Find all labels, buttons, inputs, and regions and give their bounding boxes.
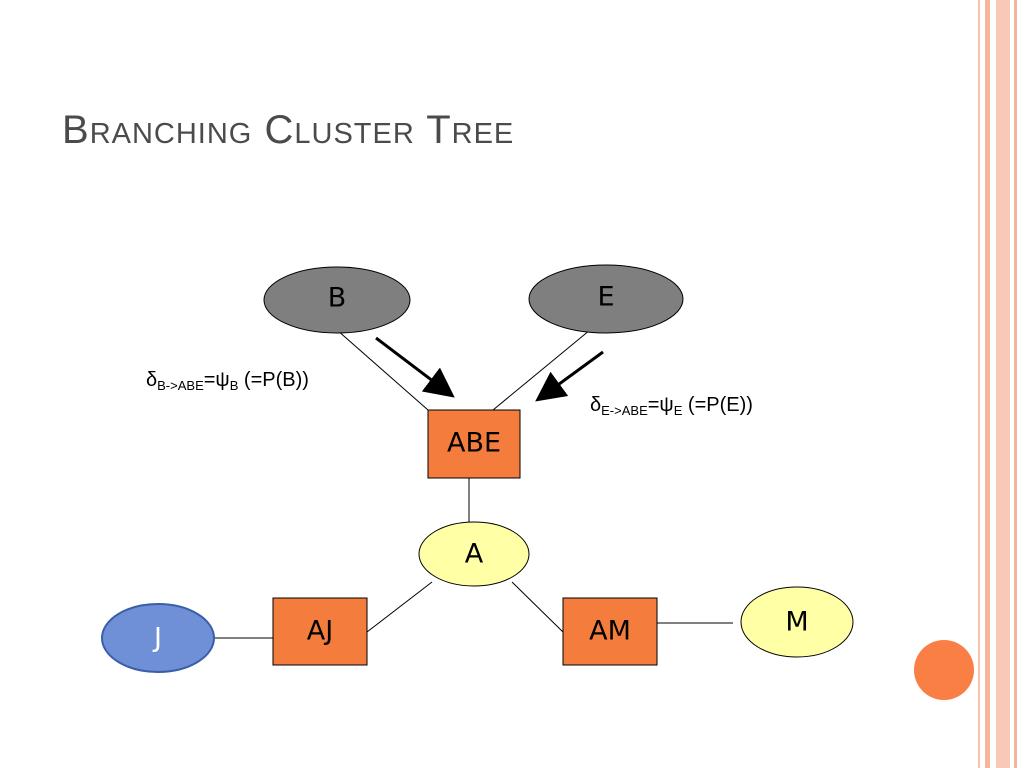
- decor-stripe: [1014, 0, 1017, 768]
- node-a-ellipse: [418, 521, 530, 587]
- node-b-ellipse: [263, 266, 411, 334]
- edge-e-abe: [492, 329, 591, 411]
- cluster-aj-label: AJ: [307, 616, 333, 647]
- node-a-label: A: [465, 539, 484, 570]
- cluster-abe-label: ABE: [447, 428, 501, 459]
- message-b-to-abe: δB->ABE=ψB (=P(B)): [146, 369, 309, 393]
- cluster-am-box: [562, 597, 658, 666]
- edge-b-abe: [336, 329, 429, 411]
- cluster-abe-box: [427, 409, 521, 479]
- node-m-label: M: [785, 607, 808, 638]
- message-arrow-e: [535, 350, 604, 402]
- edge-a-aj: [366, 581, 433, 633]
- node-e-label: E: [597, 282, 614, 313]
- accent-circle: [914, 640, 974, 700]
- message-arrow-b: [375, 336, 455, 398]
- node-m-ellipse: [740, 586, 854, 658]
- node-j-label: J: [152, 623, 162, 654]
- node-e-ellipse: [528, 264, 684, 334]
- decor-stripe: [996, 0, 1010, 768]
- node-j-ellipse: [101, 603, 215, 673]
- edge-a-am: [511, 581, 564, 633]
- decor-stripe: [978, 0, 980, 768]
- message-e-to-abe: δE->ABE=ψE (=P(E)): [590, 394, 753, 418]
- decor-stripe: [985, 0, 990, 768]
- cluster-aj-box: [272, 597, 368, 666]
- node-b-label: B: [328, 283, 347, 314]
- cluster-am-label: AM: [589, 616, 631, 647]
- slide-title: Branching Cluster Tree: [62, 108, 515, 152]
